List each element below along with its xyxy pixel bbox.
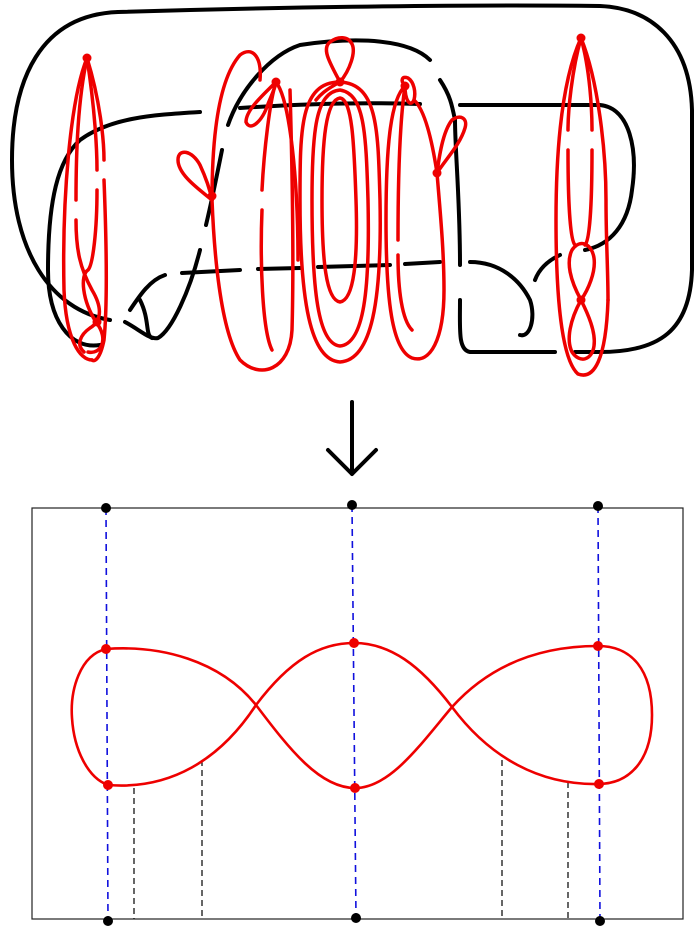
black-point: [351, 913, 361, 923]
blue-dashed-line: [105, 507, 109, 922]
down-arrow-icon: [326, 400, 378, 476]
red-strands: [61, 36, 610, 377]
black-points: [101, 500, 605, 926]
knot-dot: [576, 33, 586, 43]
knot-dot: [576, 295, 586, 305]
red-point: [349, 638, 359, 648]
black-point: [103, 916, 113, 926]
red-points: [101, 638, 604, 793]
black-inner-loop: [45, 101, 636, 348]
black-point: [595, 916, 605, 926]
red-curve: [70, 641, 654, 790]
knot-dot: [207, 191, 217, 201]
blue-dashed-lines: [105, 504, 601, 922]
knot-red-dots: [82, 33, 586, 327]
knot-dot: [335, 77, 345, 87]
blue-dashed-line: [597, 505, 601, 922]
red-point: [593, 641, 603, 651]
knot-dot: [82, 53, 92, 63]
knot-dot: [432, 168, 442, 178]
knot-dot: [92, 317, 102, 327]
red-point: [103, 780, 113, 790]
lower-diagram: [31, 500, 684, 926]
knot-dot: [400, 81, 410, 91]
red-point: [594, 779, 604, 789]
black-point: [593, 501, 603, 511]
black-outer-loop: [9, 3, 694, 354]
blue-dashed-line: [351, 504, 357, 919]
red-point: [101, 644, 111, 654]
black-point: [101, 503, 111, 513]
knot-dot: [271, 77, 281, 87]
frame: [31, 507, 684, 920]
red-point: [350, 783, 360, 793]
black-point: [347, 500, 357, 510]
black-dashed-lines: [133, 760, 569, 919]
knot-diagram: [9, 3, 694, 377]
